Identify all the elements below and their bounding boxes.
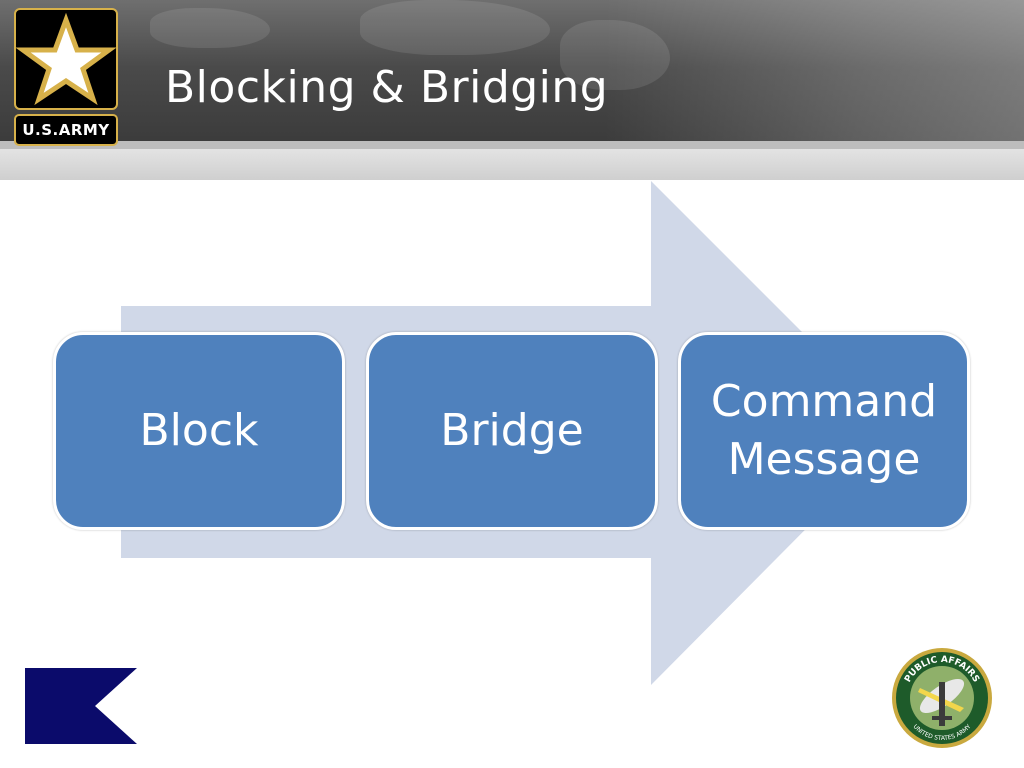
us-army-logo: U.S.ARMY [14, 8, 120, 148]
header-banner: Blocking & Bridging [0, 0, 1024, 150]
step-label: Block [139, 405, 259, 456]
public-affairs-seal: PUBLIC AFFAIRS UNITED STATES ARMY [892, 648, 992, 748]
army-star-box [14, 8, 118, 110]
blue-flag-icon [25, 668, 137, 744]
map-texture [560, 20, 670, 90]
step-box-command-message: Command Message [678, 332, 970, 530]
header-highlight [604, 0, 1024, 150]
step-label: Command Message [710, 376, 938, 485]
step-box-bridge: Bridge [366, 332, 658, 530]
star-icon [15, 12, 117, 106]
step-box-block: Block [53, 332, 345, 530]
step-label: Bridge [440, 405, 584, 456]
map-texture [360, 0, 550, 55]
map-texture [150, 8, 270, 48]
header-divider [0, 141, 1024, 149]
army-wordmark: U.S.ARMY [14, 114, 118, 146]
slide-title: Blocking & Bridging [165, 62, 609, 113]
header-subband [0, 149, 1024, 180]
